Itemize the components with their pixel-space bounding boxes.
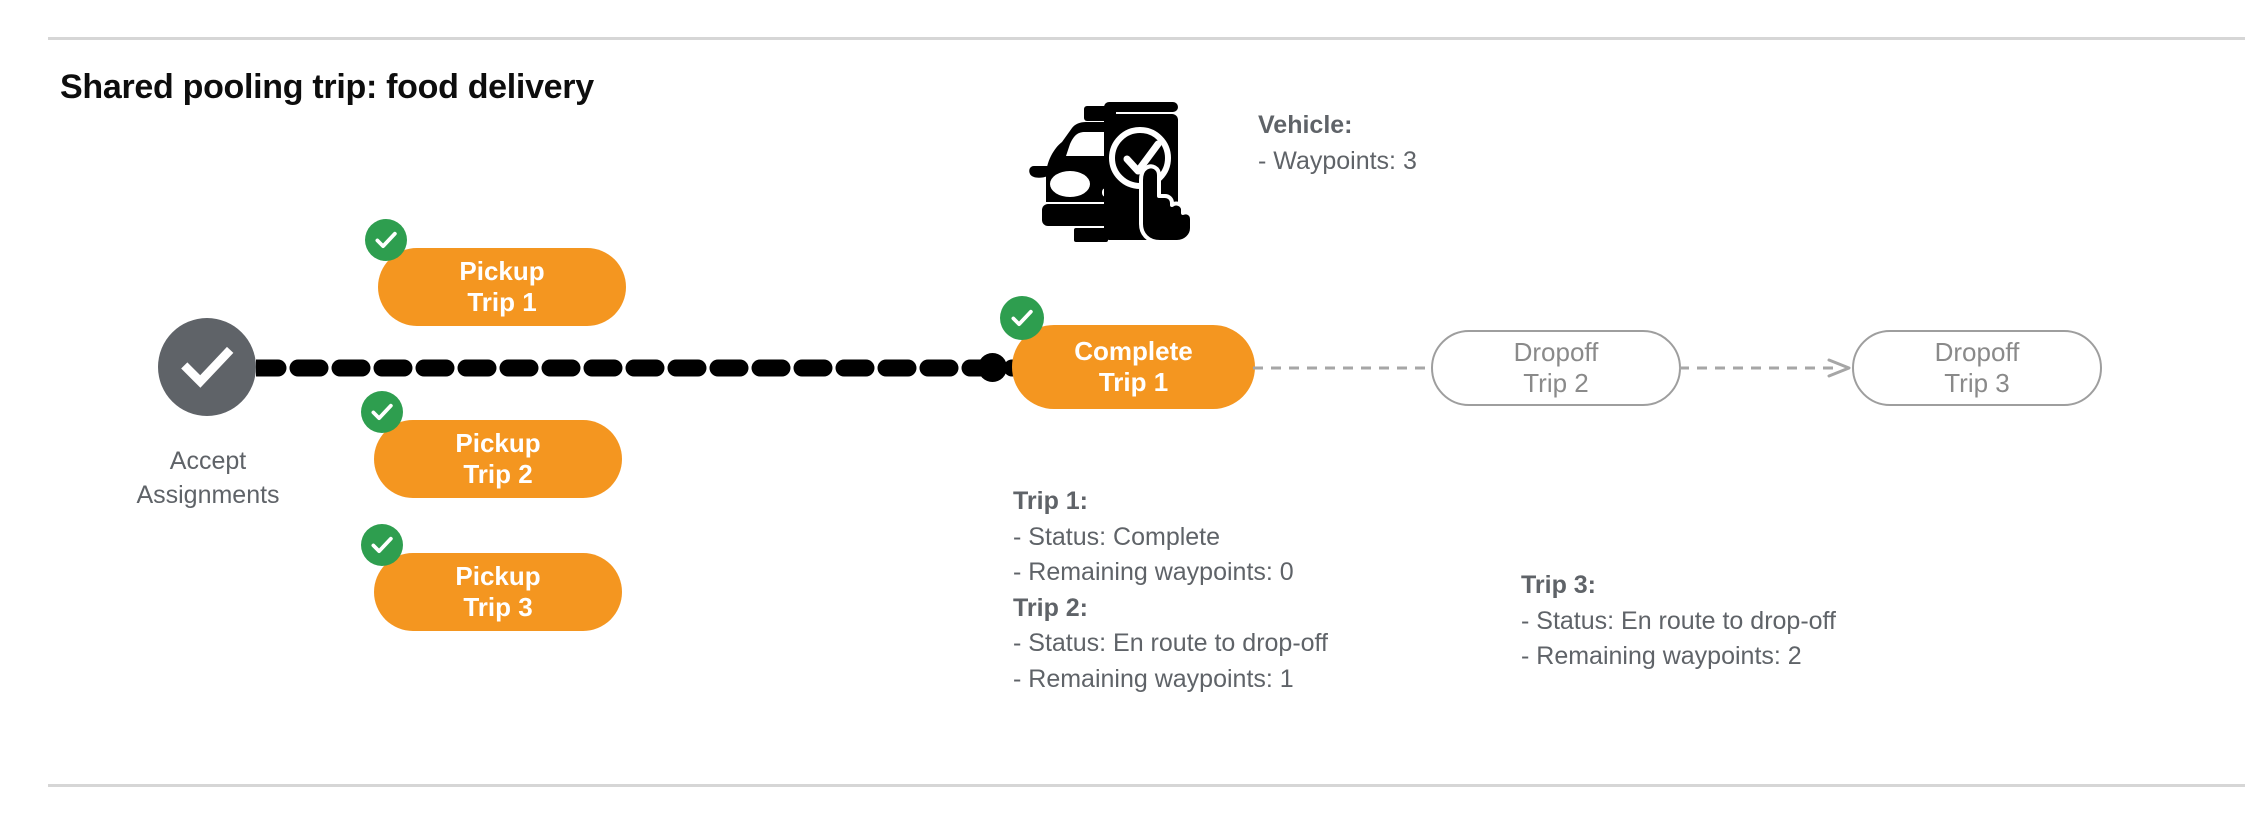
check-circle-icon <box>176 336 238 398</box>
trip-2-status: - Status: En route to drop-off <box>1013 629 1328 657</box>
accept-assignments-label: Accept Assignments <box>88 445 328 513</box>
dropoff-trip-3-node[interactable]: Dropoff Trip 3 <box>1852 330 2102 406</box>
divider-top <box>48 37 2245 40</box>
trip-3-remaining-waypoints: - Remaining waypoints: 2 <box>1521 642 1802 670</box>
dropoff-3-line2: Trip 3 <box>1944 368 2010 398</box>
dropoff-2-line1: Dropoff <box>1513 337 1599 368</box>
trip-1-remaining-waypoints: - Remaining waypoints: 0 <box>1013 558 1294 586</box>
complete-trip-1-node[interactable]: Complete Trip 1 <box>1012 325 1255 409</box>
page-title: Shared pooling trip: food delivery <box>60 68 594 106</box>
trip-1-heading: Trip 1: <box>1013 487 1089 515</box>
pickup-trip-3-node[interactable]: Pickup Trip 3 <box>374 553 622 631</box>
pickup-trip-1-node[interactable]: Pickup Trip 1 <box>378 248 626 326</box>
trip-3-info-block: Trip 3: - Status: En route to drop-off -… <box>1521 568 1836 675</box>
pickup-2-check-badge-icon <box>361 391 403 433</box>
car-phone-check-icon <box>1028 84 1198 242</box>
pickup-2-line1: Pickup <box>455 428 541 459</box>
trip-3-heading: Trip 3: <box>1521 571 1597 599</box>
accept-label-line2: Assignments <box>136 480 280 509</box>
pickup-1-check-badge-icon <box>365 219 407 261</box>
pickup-trip-2-node[interactable]: Pickup Trip 2 <box>374 420 622 498</box>
pickup-3-check-badge-icon <box>361 524 403 566</box>
connector-dropoff2-to-dropoff3 <box>1679 352 1855 384</box>
complete-1-check-badge-icon <box>1000 296 1044 340</box>
trip-3-status: - Status: En route to drop-off <box>1521 606 1836 635</box>
connector-accept-to-complete <box>247 353 1035 383</box>
vehicle-info-block: Vehicle: - Waypoints: 3 <box>1258 108 1417 179</box>
pickup-1-line1: Pickup <box>459 256 545 287</box>
complete-1-line1: Complete <box>1074 336 1193 367</box>
trip-2-remaining-waypoints: - Remaining waypoints: 1 <box>1013 664 1294 693</box>
divider-bottom <box>48 784 2245 787</box>
pickup-3-line1: Pickup <box>455 561 541 592</box>
trip-1-2-info-block: Trip 1: - Status: Complete - Remaining w… <box>1013 484 1328 697</box>
dropoff-3-line1: Dropoff <box>1934 337 2020 368</box>
accept-assignments-node[interactable] <box>158 318 256 416</box>
connector-endpoint-dot <box>978 353 1007 382</box>
trip-1-status: - Status: Complete <box>1013 522 1221 551</box>
dropoff-2-line2: Trip 2 <box>1523 368 1589 398</box>
dropoff-trip-2-node[interactable]: Dropoff Trip 2 <box>1431 330 1681 406</box>
complete-1-line2: Trip 1 <box>1098 367 1169 397</box>
pickup-1-line2: Trip 1 <box>467 287 537 317</box>
connector-complete-to-dropoff2 <box>1253 358 1433 378</box>
vehicle-info-heading: Vehicle: <box>1258 111 1353 139</box>
accept-label-line1: Accept <box>169 447 247 475</box>
pickup-2-line2: Trip 2 <box>463 459 533 489</box>
vehicle-info-waypoints: - Waypoints: 3 <box>1258 146 1417 175</box>
pickup-3-line2: Trip 3 <box>463 592 533 622</box>
trip-2-heading: Trip 2: <box>1013 593 1089 622</box>
